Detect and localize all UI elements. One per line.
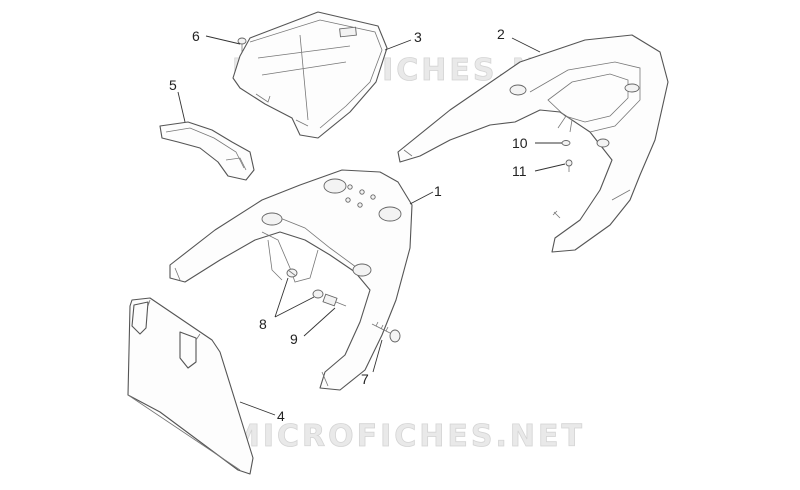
callout-4: 4 <box>277 408 285 424</box>
callout-9: 9 <box>290 331 298 347</box>
callouts: 6 3 2 5 10 11 1 8 9 7 4 <box>169 26 528 424</box>
callout-1: 1 <box>434 183 442 199</box>
callout-3: 3 <box>414 29 422 45</box>
part-1-main-rack <box>169 169 413 391</box>
part-5-grab-handle <box>159 121 255 181</box>
callout-7: 7 <box>361 371 369 387</box>
part-3-rack-plate <box>232 11 388 139</box>
callout-2: 2 <box>497 26 505 42</box>
callout-11: 11 <box>512 163 527 179</box>
callout-8: 8 <box>259 316 267 332</box>
part-6-screw <box>237 37 247 52</box>
callout-6: 6 <box>192 28 200 44</box>
part-8-nut <box>286 268 298 278</box>
small-screw <box>552 210 561 219</box>
part-7-bolt <box>371 321 401 343</box>
part-2-rear-fairing <box>397 34 669 253</box>
part-11-screw <box>565 159 573 172</box>
leader-lines <box>177 35 566 416</box>
part-9-bushing <box>312 289 347 307</box>
part-10-washer <box>557 115 573 146</box>
watermark-bottom: MICROFICHES.NET <box>230 419 585 454</box>
callout-5: 5 <box>169 77 177 93</box>
callout-10: 10 <box>512 135 528 151</box>
part-4-plate-holder <box>127 297 254 475</box>
